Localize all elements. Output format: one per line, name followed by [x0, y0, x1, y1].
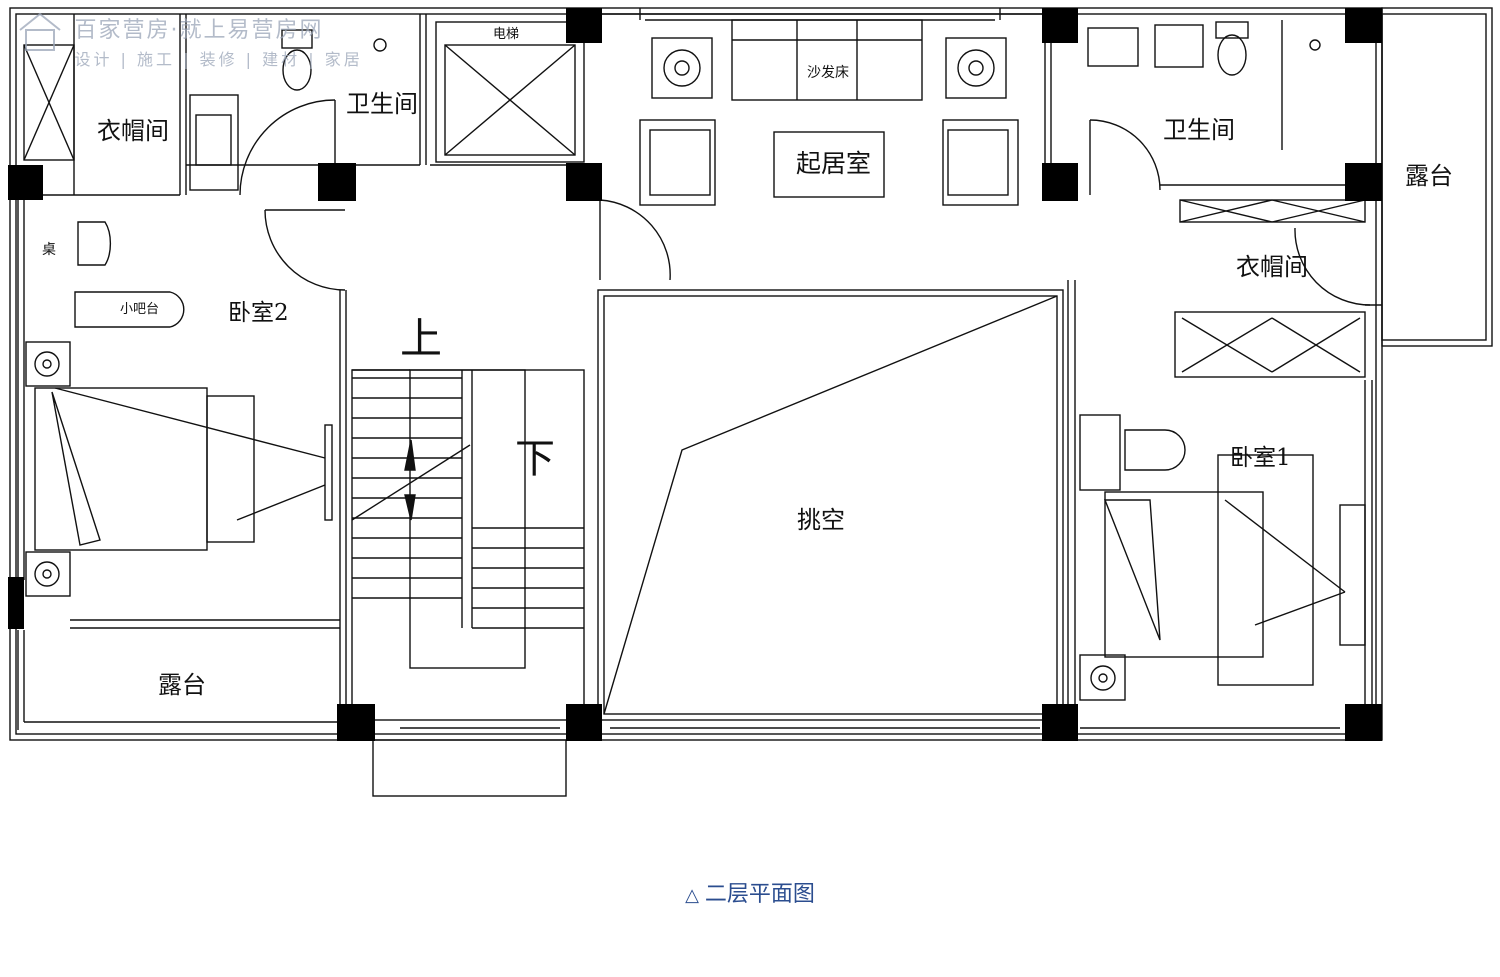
triangle-marker-icon: △: [685, 885, 699, 906]
plan-caption: △二层平面图: [0, 876, 1500, 908]
label-stairs-down: 下: [515, 436, 555, 482]
outer-wall: [9, 7, 1383, 741]
bottom-entry-step: [372, 739, 567, 797]
label-stairs-up: 上: [400, 314, 442, 363]
elevator-shaft: [435, 21, 585, 163]
caption-text: 二层平面图: [704, 882, 815, 907]
label-bathroom-left: 卫生间: [346, 90, 418, 118]
label-cloakroom-right: 衣帽间: [1236, 253, 1308, 281]
sofa-bed-outline: [731, 19, 923, 101]
label-desk: 桌: [42, 242, 56, 258]
label-mini-bar: 小吧台: [120, 302, 159, 317]
house-logo-icon: [19, 12, 61, 51]
label-terrace-right: 露台: [1405, 162, 1453, 190]
watermark-subtitle: 设计 | 施工 | 装修 | 建材 | 家居: [74, 50, 363, 69]
bed-right: [1104, 491, 1264, 658]
label-void: 挑空: [797, 506, 845, 534]
coffee-table: [773, 131, 885, 198]
bed-left: [34, 387, 208, 551]
label-bedroom1: 卧室1: [1230, 445, 1291, 471]
label-bathroom-right: 卫生间: [1163, 116, 1235, 144]
label-bedroom2: 卧室2: [228, 300, 289, 326]
label-cloakroom-left: 衣帽间: [97, 117, 169, 145]
label-terrace-left: 露台: [158, 671, 206, 699]
void-area: [597, 289, 1064, 721]
label-living-room: 起居室: [796, 149, 871, 178]
label-sofa-bed: 沙发床: [807, 65, 849, 81]
watermark-title: 百家营房·就上易营房网: [74, 18, 324, 43]
floor-plan: 衣帽间 卫生间 电梯 沙发床 起居室 卫生间 露台 桌 小吧台 卧室2 上 下 …: [8, 7, 1493, 797]
label-elevator: 电梯: [493, 27, 519, 42]
watermark: 百家营房·就上易营房网 设计 | 施工 | 装修 | 建材 | 家居: [18, 12, 363, 70]
structural-columns: [8, 8, 1382, 741]
